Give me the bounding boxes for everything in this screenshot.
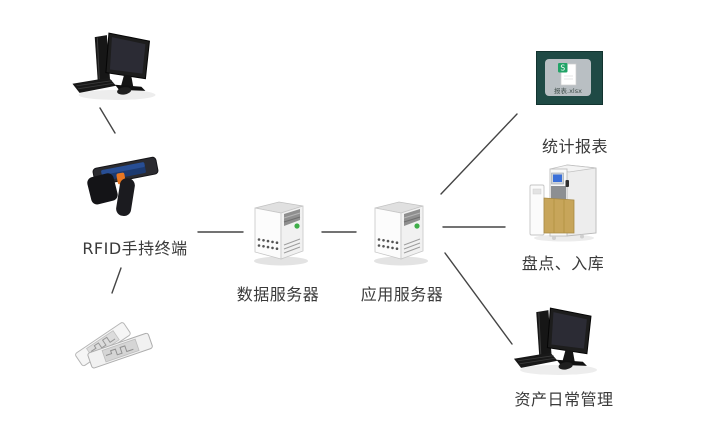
label-asset-mgmt: 资产日常管理 xyxy=(514,390,614,409)
connection-workstation-terminal xyxy=(99,107,116,134)
spreadsheet-report-icon: S 报表.xlsx xyxy=(536,51,603,105)
desktop-computer-icon xyxy=(513,307,598,375)
connection-appserver-assetmgmt xyxy=(444,252,513,345)
node-rfid-tags xyxy=(74,312,159,374)
report-file-caption: 报表.xlsx xyxy=(554,86,582,95)
label-data-server: 数据服务器 xyxy=(236,285,320,304)
server-tower-icon xyxy=(254,201,308,266)
label-report: 统计报表 xyxy=(541,137,608,156)
label-rfid-terminal: RFID手持终端 xyxy=(82,239,188,258)
connection-terminal-tags xyxy=(111,267,122,294)
label-inventory: 盘点、入库 xyxy=(521,254,605,273)
desktop-computer-icon xyxy=(72,32,156,100)
node-workstation xyxy=(68,28,160,104)
server-tower-icon xyxy=(374,201,428,266)
rfid-tag-inlays-icon xyxy=(75,322,153,369)
label-app-server: 应用服务器 xyxy=(360,285,444,304)
node-inventory xyxy=(524,158,599,243)
node-app-server xyxy=(365,195,431,267)
node-asset-mgmt xyxy=(508,303,603,379)
svg-text:S: S xyxy=(560,64,565,73)
rfid-cabinet-icon xyxy=(529,164,597,242)
node-rfid-terminal xyxy=(82,148,167,223)
connection-appserver-report xyxy=(440,113,518,195)
rfid-handheld-reader-icon xyxy=(87,156,159,217)
node-report: S 报表.xlsx xyxy=(536,51,603,105)
node-data-server xyxy=(245,195,311,267)
